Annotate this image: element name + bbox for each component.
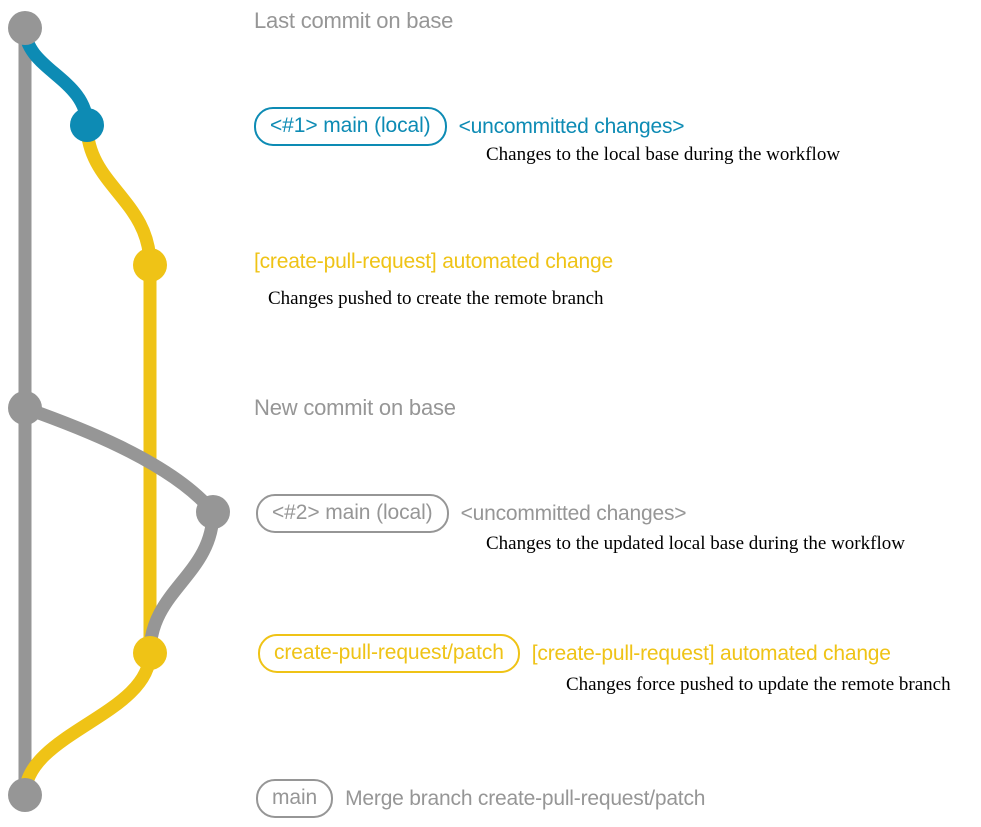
local-branch-line-1 <box>18 21 94 132</box>
commit-row-local-1: <#1> main (local) <uncommitted changes> <box>254 107 685 146</box>
local-to-patch-line <box>143 505 220 660</box>
commit-node-local-1[interactable] <box>70 108 104 142</box>
ref-badge-create-pull-request-patch[interactable]: create-pull-request/patch <box>258 634 520 673</box>
commit-subject-patch-1: [create-pull-request] automated change <box>254 250 613 273</box>
commit-graph <box>8 11 230 812</box>
commit-subject-patch-2: [create-pull-request] automated change <box>531 642 891 665</box>
commit-row-patch-2: create-pull-request/patch [create-pull-r… <box>258 634 891 673</box>
commit-note-patch-2: Changes force pushed to update the remot… <box>566 674 951 695</box>
commit-note-local-1: Changes to the local base during the wor… <box>486 144 841 165</box>
commit-row-merge: main Merge branch create-pull-request/pa… <box>256 779 705 818</box>
commit-subject-merge: Merge branch create-pull-request/patch <box>345 787 706 810</box>
commit-node-local-2[interactable] <box>196 495 230 529</box>
ref-badge-main[interactable]: main <box>256 779 334 818</box>
ref-badge-local-1[interactable]: <#1> main (local) <box>254 107 447 146</box>
commit-note-patch-1: Changes pushed to create the remote bran… <box>268 288 604 309</box>
label-last-commit-on-base: Last commit on base <box>254 8 454 33</box>
patch-branch-line-1 <box>80 118 157 660</box>
commit-node-base-new[interactable] <box>8 391 42 425</box>
ref-badge-local-2[interactable]: <#2> main (local) <box>256 494 449 533</box>
label-new-commit-on-base: New commit on base <box>254 395 456 420</box>
commit-node-merge[interactable] <box>8 778 42 812</box>
patch-to-merge-line <box>18 646 157 802</box>
commit-row-local-2: <#2> main (local) <uncommitted changes> <box>256 494 687 533</box>
commit-subject-local-1: <uncommitted changes> <box>458 115 685 138</box>
commit-node-patch-1[interactable] <box>133 248 167 282</box>
commit-note-local-2: Changes to the updated local base during… <box>486 533 905 554</box>
local-branch-line-2 <box>18 401 220 519</box>
commit-subject-local-2: <uncommitted changes> <box>460 502 687 525</box>
commit-node-base-head[interactable] <box>8 11 42 45</box>
commit-node-patch-2[interactable] <box>133 636 167 670</box>
